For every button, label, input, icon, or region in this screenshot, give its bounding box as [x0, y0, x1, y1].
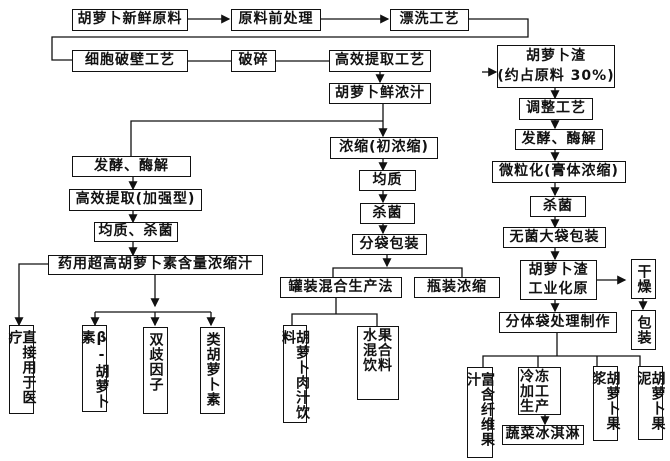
node-pack: 包装	[631, 310, 656, 350]
node-beta: β-胡萝卜素	[80, 325, 110, 412]
node-pomace: 胡萝卜渣 (约占原料 30%)	[497, 45, 615, 88]
arrow-pharma-medical	[14, 263, 48, 327]
node-puree: 胡萝卜果浆	[591, 366, 621, 441]
node-steril-middle: 杀菌	[360, 203, 415, 224]
node-pulp-drink: 胡萝卜肉汁饮料	[280, 325, 310, 423]
node-mash: 胡萝卜果泥	[636, 366, 666, 440]
node-bagging: 分袋包装	[352, 234, 427, 255]
node-split: 分体袋处理制作	[499, 312, 617, 333]
connector-split-children	[482, 355, 641, 369]
node-crush: 破碎	[231, 50, 276, 72]
node-bifido: 双歧因子	[143, 327, 168, 414]
node-aseptic: 无菌大袋包装	[503, 227, 606, 248]
node-juice: 胡萝卜鲜浓汁	[329, 83, 431, 104]
node-extract: 高效提取工艺	[329, 50, 431, 72]
node-ferment-right: 发酵、酶解	[515, 129, 603, 150]
node-industrial-line1: 胡萝卜渣	[528, 261, 589, 278]
node-medical: 直接用于医疗	[7, 325, 37, 414]
node-pomace-line1: 胡萝卜渣	[526, 48, 586, 65]
node-micronize: 微粒化(膏体浓缩)	[492, 161, 626, 183]
node-ferment-left: 发酵、酶解	[72, 156, 191, 177]
node-cellwall: 细胞破壁工艺	[72, 50, 188, 72]
node-homog: 均质	[359, 170, 416, 191]
node-fiber-juice: 富含纤维果汁	[465, 367, 495, 458]
node-canned: 罐装混合生产法	[280, 277, 402, 298]
node-adjust: 调整工艺	[519, 98, 593, 120]
node-industrial: 胡萝卜渣 工业化原	[520, 260, 597, 300]
node-raw: 胡萝卜新鲜原料	[72, 9, 188, 31]
connector-juice-left	[130, 120, 383, 156]
node-extract-plus: 高效提取(加强型)	[69, 189, 202, 211]
node-concentrate: 浓缩(初浓缩)	[330, 137, 438, 159]
node-bottled: 瓶装浓缩	[414, 277, 500, 298]
node-frozen-text: 冷冻加工生产	[520, 368, 550, 415]
node-dry: 干燥	[631, 259, 656, 299]
node-frozen: 冷冻加工生产	[518, 367, 561, 415]
node-pharma: 药用超高胡萝卜素含量浓缩汁	[48, 255, 263, 275]
node-homog-steril: 均质、杀菌	[94, 222, 178, 242]
node-fruit-mix: 水果混合饮料	[357, 326, 399, 400]
node-icecream: 蔬菜冰淇淋	[502, 425, 584, 445]
node-industrial-line2: 工业化原	[528, 281, 589, 297]
node-pomace-line2: (约占原料 30%)	[497, 67, 615, 84]
node-rinse: 漂洗工艺	[390, 9, 469, 31]
node-fruit-mix-text: 水果混合饮料	[363, 328, 393, 374]
node-steril-right: 杀菌	[530, 196, 586, 217]
node-pretreat: 原料前处理	[231, 9, 321, 31]
connector-canned-children	[291, 313, 378, 326]
node-carotenoid: 类胡萝卜素	[200, 327, 225, 414]
connector-canned-bottled	[332, 267, 463, 277]
connector-rinse-cellwall	[51, 18, 529, 61]
